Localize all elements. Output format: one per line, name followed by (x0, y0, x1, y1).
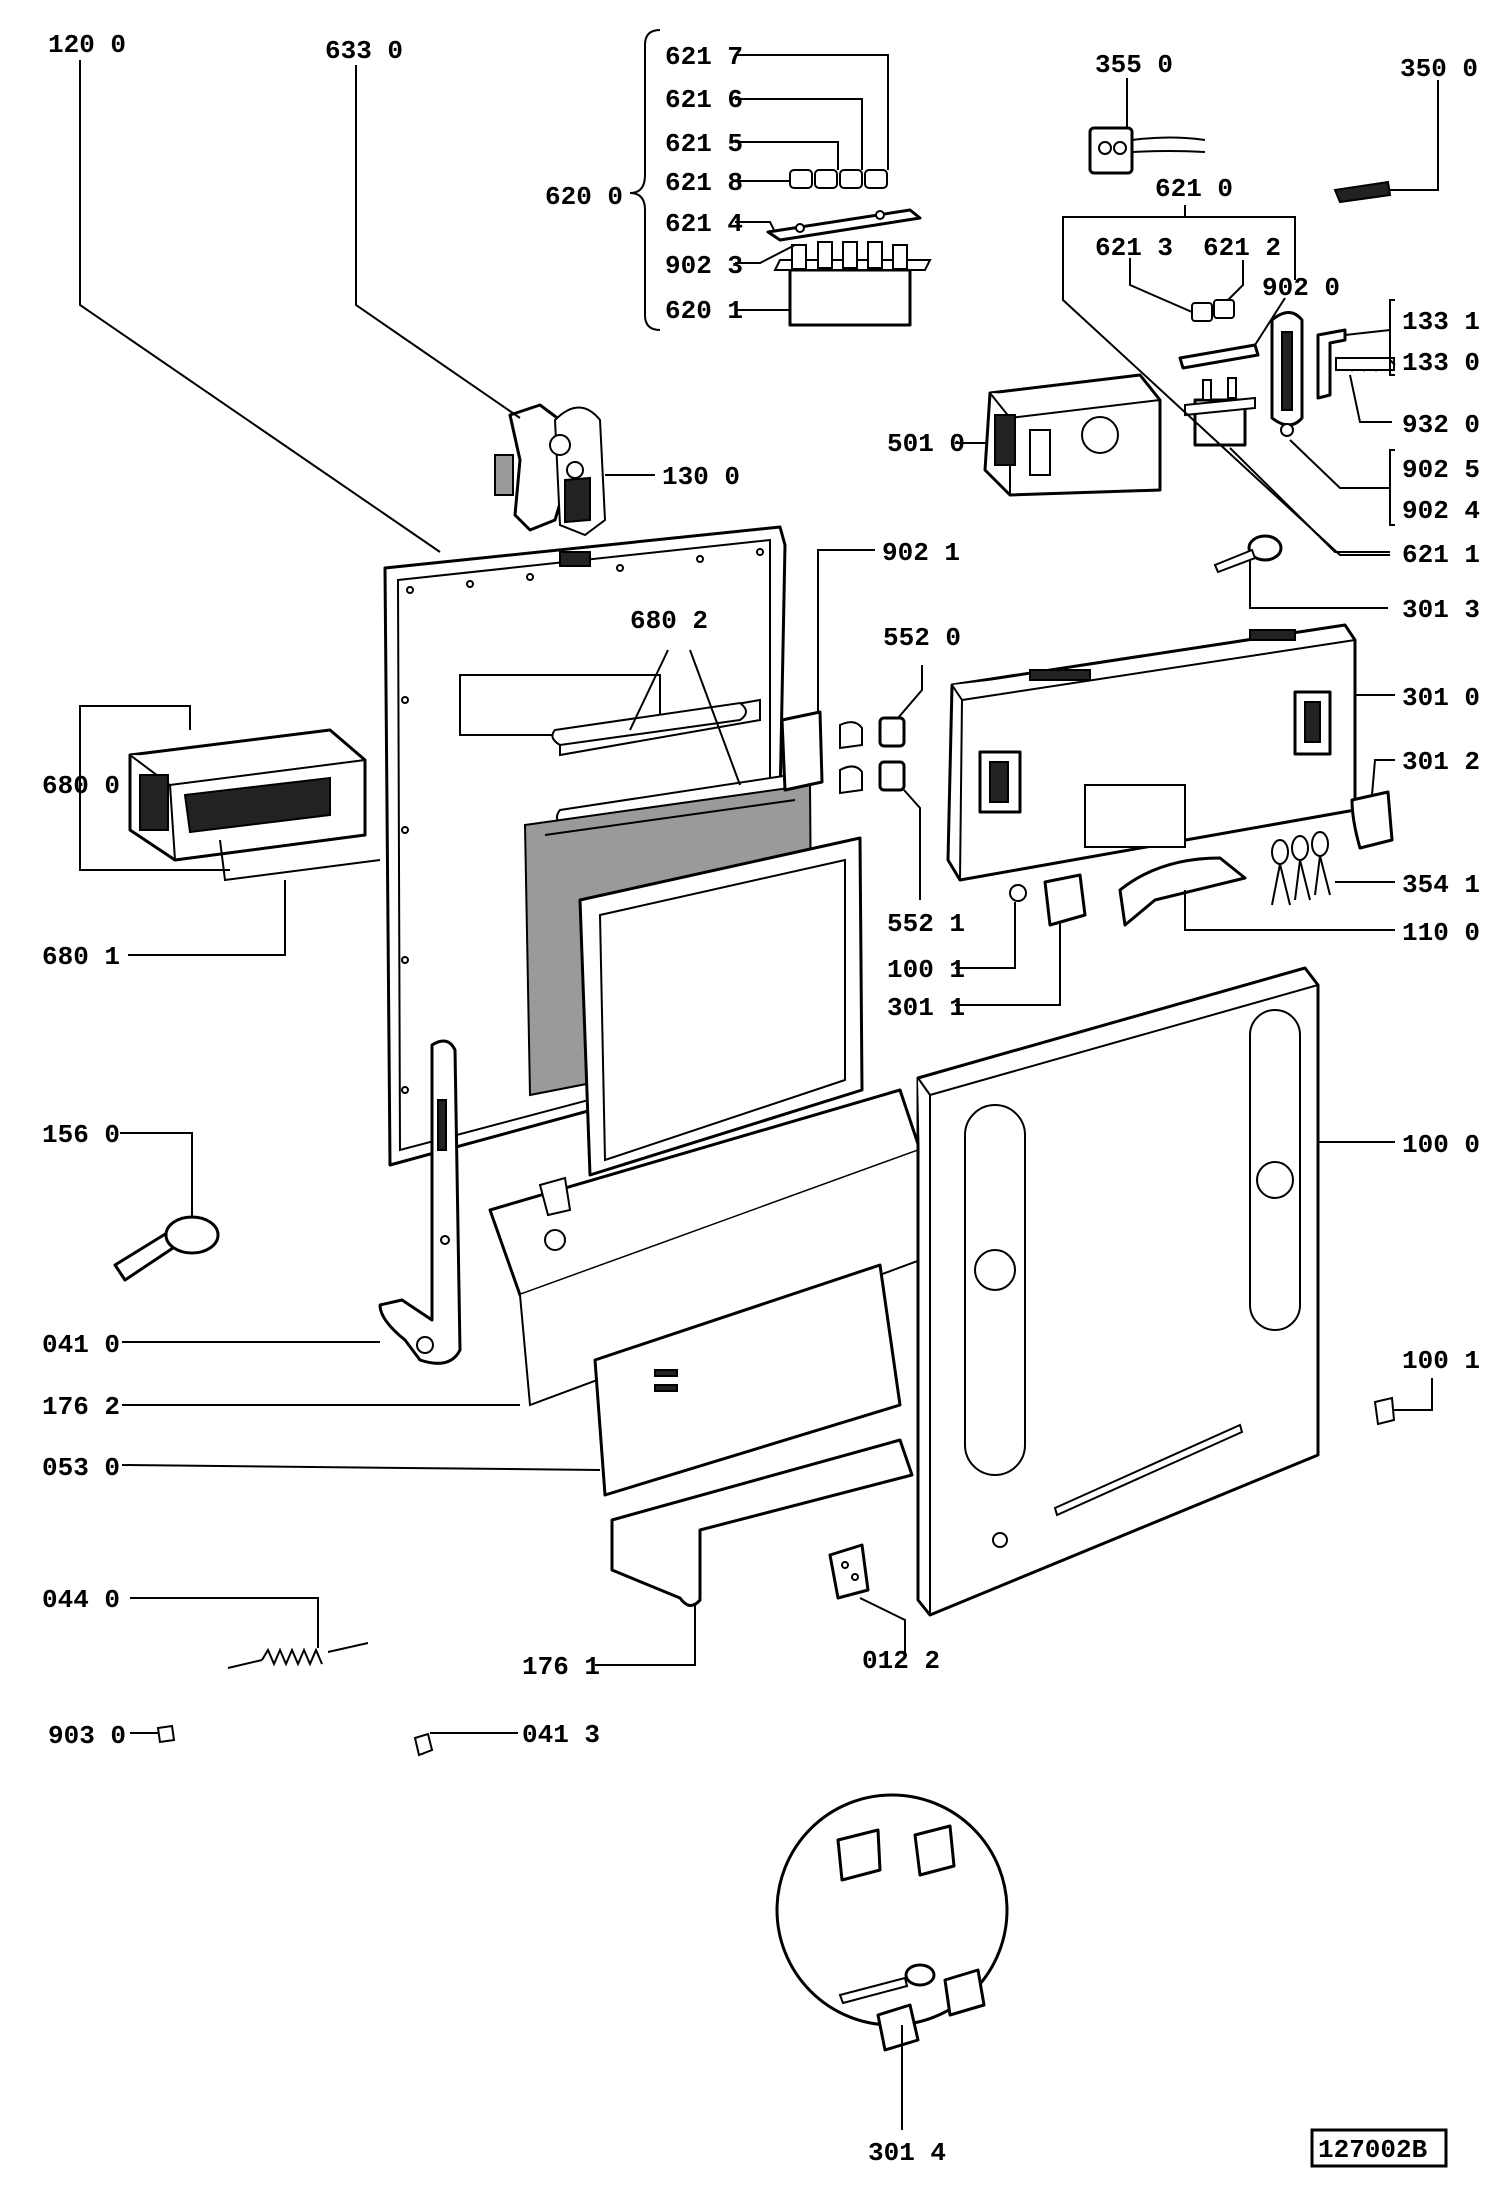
label-633-0: 633 0 (325, 36, 403, 66)
label-621-2: 621 2 (1203, 233, 1281, 263)
label-621-0: 621 0 (1155, 174, 1233, 204)
label-053-0: 053 0 (42, 1453, 120, 1483)
door-front-member-part (593, 1263, 902, 1497)
label-156-0: 156 0 (42, 1120, 120, 1150)
label-621-3: 621 3 (1095, 233, 1173, 263)
label-621-6: 621 6 (665, 85, 743, 115)
label-133-1: 133 1 (1402, 307, 1480, 337)
label-552-1: 552 1 (887, 909, 965, 939)
reference-box: 127002B (1310, 2128, 1448, 2168)
outer-door-panel-part (916, 966, 1320, 1617)
switch-621-part (1184, 377, 1256, 447)
label-621-4: 621 4 (665, 209, 743, 239)
label-680-1: 680 1 (42, 942, 120, 972)
switch-block-part (773, 241, 932, 327)
lamps-354-part (1271, 831, 1331, 906)
label-350-0: 350 0 (1400, 54, 1478, 84)
label-621-1: 621 1 (1402, 540, 1480, 570)
label-044-0: 044 0 (42, 1585, 120, 1615)
label-301-2: 301 2 (1402, 747, 1480, 777)
screw-903-part (156, 1724, 176, 1744)
bolt-100-part (1373, 1396, 1396, 1426)
push-buttons-part (789, 169, 888, 189)
timer-501-part (983, 373, 1162, 497)
label-680-0: 680 0 (42, 771, 120, 801)
label-133-0: 133 0 (1402, 348, 1480, 378)
label-903-0: 903 0 (48, 1721, 126, 1751)
button-bar-part (766, 208, 922, 242)
knob-156-part (113, 1215, 220, 1282)
inner-panel-part (578, 836, 864, 1177)
clip-350-part (1333, 180, 1392, 204)
label-620-1: 620 1 (665, 296, 743, 326)
label-100-1-upper: 100 1 (887, 955, 965, 985)
label-552-0: 552 0 (883, 623, 961, 653)
spring-044-part (227, 1642, 369, 1669)
key-301-part (1213, 534, 1283, 574)
label-902-0: 902 0 (1262, 273, 1340, 303)
door-latch-part (494, 403, 607, 537)
label-354-1: 354 1 (1402, 870, 1480, 900)
control-panel-part (946, 623, 1357, 882)
buttons-621-part (1191, 299, 1235, 322)
lower-channel-part (610, 1438, 914, 1607)
cover-301-part (1350, 790, 1394, 850)
panel-680-part (128, 728, 381, 882)
label-902-1: 902 1 (882, 538, 960, 568)
label-100-0: 100 0 (1402, 1130, 1480, 1160)
reference-number: 127002B (1318, 2135, 1428, 2165)
label-932-0: 932 0 (1402, 410, 1480, 440)
label-012-2: 012 2 (862, 1646, 940, 1676)
bracket-902-part (780, 710, 863, 795)
label-041-3: 041 3 (522, 1720, 600, 1750)
connector-355-part (1088, 126, 1206, 175)
slotted-plate-part (1270, 311, 1304, 437)
label-621-8: 621 8 (665, 168, 743, 198)
label-301-4: 301 4 (868, 2138, 946, 2168)
label-110-0: 110 0 (1402, 918, 1480, 948)
label-355-0: 355 0 (1095, 50, 1173, 80)
label-620-0: 620 0 (545, 182, 623, 212)
hinge-bracket-part (1316, 328, 1395, 400)
screw-041-part (413, 1732, 434, 1757)
label-501-0: 501 0 (887, 429, 965, 459)
label-120-0: 120 0 (48, 30, 126, 60)
label-902-4: 902 4 (1402, 496, 1480, 526)
label-301-0: 301 0 (1402, 683, 1480, 713)
part-labels: 120 0 633 0 621 7 621 6 621 5 621 8 620 … (42, 30, 1480, 2168)
kit-301-circle (775, 1793, 1009, 2052)
label-621-7: 621 7 (665, 42, 743, 72)
label-100-1-lower: 100 1 (1402, 1346, 1480, 1376)
bar-902-part (1178, 343, 1260, 370)
holder-301-part (1009, 873, 1087, 927)
label-130-0: 130 0 (662, 462, 740, 492)
label-176-1: 176 1 (522, 1652, 600, 1682)
label-301-1: 301 1 (887, 993, 965, 1023)
label-301-3: 301 3 (1402, 595, 1480, 625)
label-621-5: 621 5 (665, 129, 743, 159)
label-902-3: 902 3 (665, 251, 743, 281)
label-902-5: 902 5 (1402, 455, 1480, 485)
leader-lines (79, 29, 1439, 2130)
label-041-0: 041 0 (42, 1330, 120, 1360)
bracket-012-part (828, 1543, 870, 1600)
label-680-2: 680 2 (630, 606, 708, 636)
handle-110-part (1118, 856, 1247, 927)
label-176-2: 176 2 (42, 1392, 120, 1422)
micro-switches-part (878, 716, 906, 792)
hinge-arm-part (378, 1039, 462, 1365)
